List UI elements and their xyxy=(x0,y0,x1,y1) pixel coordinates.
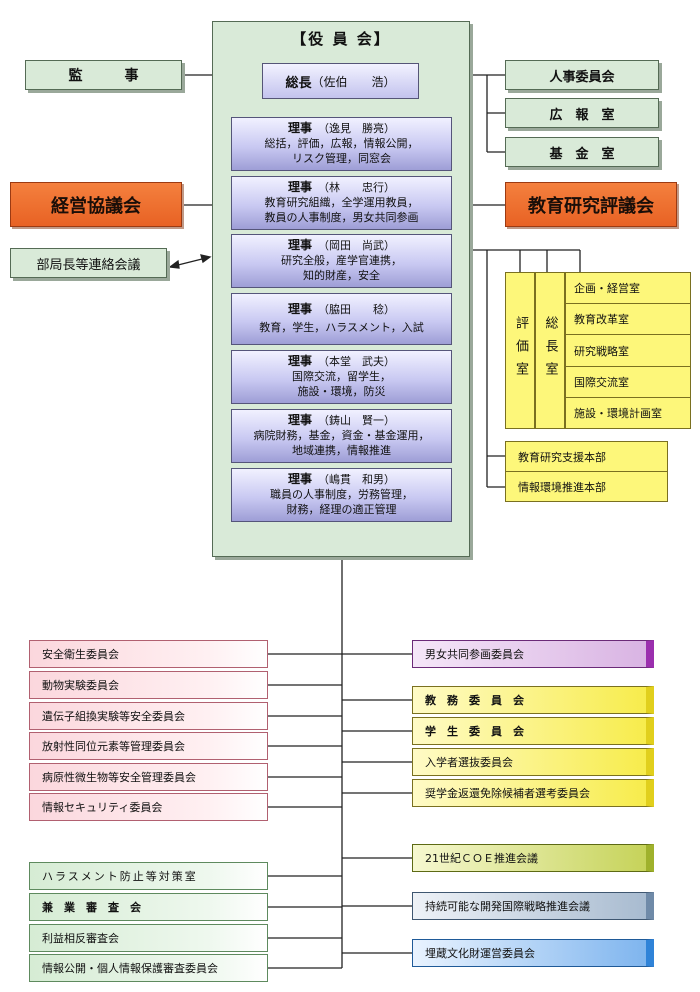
director-duties: 財務，経理の適正管理 xyxy=(286,503,397,516)
director-title: 理事 xyxy=(287,121,312,135)
director-duties: 国際交流，留学生， xyxy=(292,370,391,383)
committee-item: 情報公開・個人情報保護審査委員会 xyxy=(29,954,268,982)
director-duties: 教育研究組織，全学運用教員， xyxy=(264,196,419,209)
committee-item: 入学者選抜委員会 xyxy=(412,748,654,776)
director-duties: 教育，学生，ハラスメント，入試 xyxy=(259,321,424,334)
director-duties: 研究全般，産学官連携， xyxy=(281,254,402,267)
director-name: （嶋貫 和男） xyxy=(318,473,395,486)
director-duties: 地域連携，情報推進 xyxy=(292,444,391,457)
director-box: 理事 （鋳山 賢一） 病院財務，基金，資金・基金運用， 地域連携，情報推進 xyxy=(231,409,452,463)
director-box: 理事 （岡田 尚武） 研究全般，産学官連携， 知的財産，安全 xyxy=(231,234,452,288)
pr-office-box: 広 報 室 xyxy=(505,98,659,128)
director-box: 理事 （脇田 稔） 教育，学生，ハラスメント，入試 xyxy=(231,293,452,345)
board-title: 【役 員 会】 xyxy=(291,29,391,48)
director-duties: 教員の人事制度，男女共同参画 xyxy=(264,211,419,224)
president-box: 総長 （佐伯 浩） xyxy=(262,63,419,99)
committee-item: 学 生 委 員 会 xyxy=(412,717,654,745)
president-office-sublist: 企画・経営室 教育改革室 研究戦略室 国際交流室 施設・環境計画室 xyxy=(565,272,691,429)
director-title: 理事 xyxy=(287,413,312,427)
director-title: 理事 xyxy=(287,180,312,194)
director-duties: 施設・環境，防災 xyxy=(297,385,386,398)
office-item: 研究戦略室 xyxy=(566,335,690,367)
committee-item: 兼 業 審 査 会 xyxy=(29,893,268,921)
director-name: （岡田 尚武） xyxy=(318,239,395,252)
sustainable-council-box: 持続可能な開発国際戦略推進会議 xyxy=(412,892,654,920)
director-name: （林 忠行） xyxy=(318,181,395,194)
coe-council-box: 21世紀ＣＯＥ推進会議 xyxy=(412,844,654,872)
director-duties: 職員の人事制度，労務管理， xyxy=(270,488,413,501)
management-council-box: 経営協議会 xyxy=(10,182,182,227)
committee-item: 利益相反審査会 xyxy=(29,924,268,952)
hq-item: 情報環境推進本部 xyxy=(518,480,606,494)
director-name: （本堂 武夫） xyxy=(318,355,395,368)
hq-item: 教育研究支援本部 xyxy=(506,442,667,472)
director-title: 理事 xyxy=(287,472,312,486)
auditor-box: 監 事 xyxy=(25,60,182,90)
director-title: 理事 xyxy=(287,302,312,316)
director-name: （逸見 勝亮） xyxy=(318,122,395,135)
edu-research-council-box: 教育研究評議会 xyxy=(505,182,677,227)
committee-item: 奨学金返還免除候補者選考委員会 xyxy=(412,779,654,807)
committee-item: 安全衛生委員会 xyxy=(29,640,268,668)
cultural-committee-box: 埋蔵文化財運営委員会 xyxy=(412,939,654,967)
director-duties: 知的財産，安全 xyxy=(303,269,380,282)
director-box: 理事 （逸見 勝亮） 総括，評価，広報，情報公開， リスク管理，同窓会 xyxy=(231,117,452,171)
director-title: 理事 xyxy=(287,238,312,252)
fund-office-box: 基 金 室 xyxy=(505,137,659,167)
office-item: 国際交流室 xyxy=(566,367,690,398)
director-box: 理事 （嶋貫 和男） 職員の人事制度，労務管理， 財務，経理の適正管理 xyxy=(231,468,452,522)
office-item: 施設・環境計画室 xyxy=(574,406,662,420)
evaluation-office-label: 評価室 xyxy=(513,316,528,385)
committee-item: 情報セキュリティ委員会 xyxy=(29,793,268,821)
committee-item: ハラスメント防止等対策室 xyxy=(29,862,268,890)
deans-council-box: 部局長等連絡会議 xyxy=(10,248,167,278)
committee-item: 遺伝子組換実験等安全委員会 xyxy=(29,702,268,730)
gender-committee-box: 男女共同参画委員会 xyxy=(412,640,654,668)
hq-box: 教育研究支援本部 情報環境推進本部 xyxy=(505,441,668,502)
director-name: （脇田 稔） xyxy=(318,303,395,316)
committee-item: 教 務 委 員 会 xyxy=(412,686,654,714)
director-title: 理事 xyxy=(287,354,312,368)
director-name: （鋳山 賢一） xyxy=(318,414,395,427)
director-duties: リスク管理，同窓会 xyxy=(292,152,391,165)
board-panel xyxy=(212,21,470,557)
office-item: 教育改革室 xyxy=(566,304,690,336)
hr-committee-box: 人事委員会 xyxy=(505,60,659,90)
office-item: 企画・経営室 xyxy=(566,273,690,305)
president-office-label: 総長室 xyxy=(542,316,558,385)
director-box: 理事 （本堂 武夫） 国際交流，留学生， 施設・環境，防災 xyxy=(231,350,452,404)
committee-item: 動物実験委員会 xyxy=(29,671,268,699)
director-box: 理事 （林 忠行） 教育研究組織，全学運用教員， 教員の人事制度，男女共同参画 xyxy=(231,176,452,230)
committee-item: 病原性微生物等安全管理委員会 xyxy=(29,763,268,791)
president-title: 総長 xyxy=(285,75,312,91)
president-name: （佐伯 浩） xyxy=(311,74,396,89)
president-office-box: 総長室 xyxy=(535,272,565,429)
director-duties: 病院財務，基金，資金・基金運用， xyxy=(253,429,430,442)
director-duties: 総括，評価，広報，情報公開， xyxy=(264,137,419,150)
evaluation-office-box: 評価室 xyxy=(505,272,535,429)
committee-item: 放射性同位元素等管理委員会 xyxy=(29,732,268,760)
